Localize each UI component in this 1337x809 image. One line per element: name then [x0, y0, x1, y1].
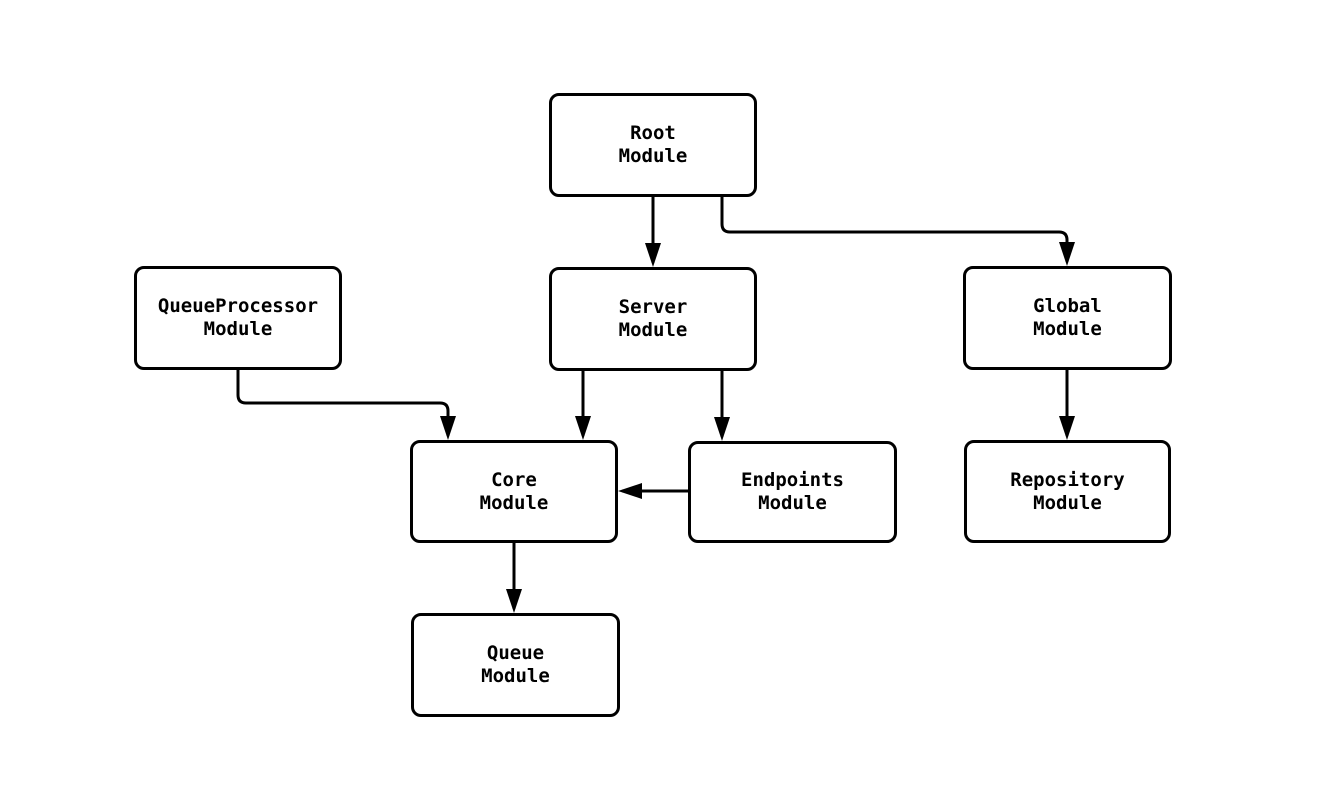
node-queue-module: Queue Module [411, 613, 620, 717]
node-global-module: Global Module [963, 266, 1172, 370]
node-endpoints-module: Endpoints Module [688, 441, 897, 543]
node-core-module: Core Module [410, 440, 618, 543]
node-server-module: Server Module [549, 267, 757, 371]
node-root-module: Root Module [549, 93, 757, 197]
edge-queue_processor-to-core [236, 370, 456, 440]
edge-group [236, 197, 1075, 613]
edge-root-to-global [720, 197, 1075, 266]
node-queueprocessor-module: QueueProcessor Module [134, 266, 342, 370]
node-repository-module: Repository Module [964, 440, 1171, 543]
